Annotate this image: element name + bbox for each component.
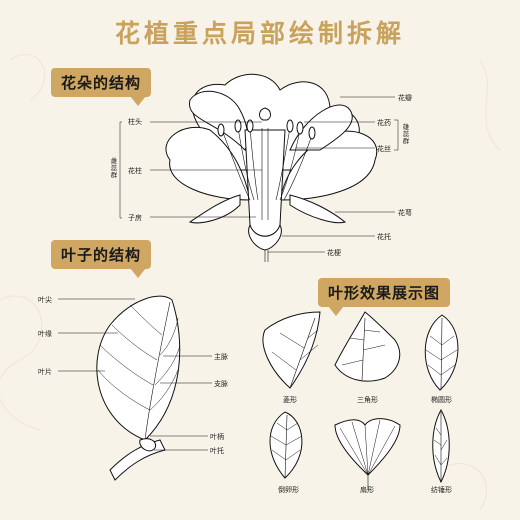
petal-right-top	[289, 104, 353, 151]
label-stigma: 柱头	[128, 118, 142, 126]
label-stamen-group: 雄蕊群	[402, 123, 410, 145]
receptacle	[248, 223, 282, 251]
leaf-shape-triangular	[334, 311, 401, 382]
sepal-left	[188, 194, 241, 224]
label-triangular: 三角形	[357, 396, 378, 404]
leaf-shape-fan	[334, 418, 401, 490]
label-fan: 扇形	[360, 486, 374, 494]
pill-pointer	[130, 96, 146, 106]
label-filament: 花丝	[377, 145, 391, 153]
label-receptacle: 花托	[377, 233, 391, 241]
stipule	[139, 438, 157, 452]
label-anther: 花药	[377, 119, 391, 127]
label-leaf-blade: 叶片	[38, 368, 52, 376]
label-sepal: 花萼	[398, 209, 412, 217]
label-pistil-group: 雌蕊群	[110, 157, 118, 179]
section-pill-leaf: 叶子的结构	[51, 240, 152, 269]
label-petiole: 叶柄	[210, 433, 224, 441]
section-pill-flower: 花朵的结构	[51, 68, 152, 97]
label-leaf-apex: 叶尖	[38, 296, 52, 304]
leaf-shape-rhombic	[262, 311, 321, 389]
label-obovate: 倒卵形	[278, 486, 299, 494]
petal-left-top	[189, 90, 249, 151]
leaf-shape-obovate	[269, 411, 303, 479]
leaf-shape-elliptic	[424, 314, 459, 391]
label-pedicel: 花梗	[327, 249, 341, 257]
leaf-shape-spindle	[432, 408, 450, 484]
label-leaf-margin: 叶缘	[38, 330, 52, 338]
label-stipule: 叶托	[210, 447, 224, 455]
petal-right	[279, 130, 378, 201]
label-ovary: 子房	[128, 214, 142, 222]
page-title: 花植重点局部绘制拆解	[114, 19, 405, 48]
section-pill-shapes: 叶形效果展示图	[318, 278, 451, 307]
label-petal: 花瓣	[398, 94, 412, 102]
pill-pointer	[328, 306, 344, 316]
label-vein: 支脉	[214, 380, 228, 388]
petal-left	[165, 126, 251, 201]
label-style: 花柱	[128, 167, 142, 175]
sepal-right	[289, 194, 347, 224]
label-elliptic: 椭圆形	[431, 396, 452, 404]
pill-pointer	[130, 268, 146, 278]
label-spindle: 纺锤形	[431, 486, 452, 494]
label-rhombic: 菱形	[283, 396, 297, 404]
label-midrib: 主脉	[214, 353, 228, 361]
